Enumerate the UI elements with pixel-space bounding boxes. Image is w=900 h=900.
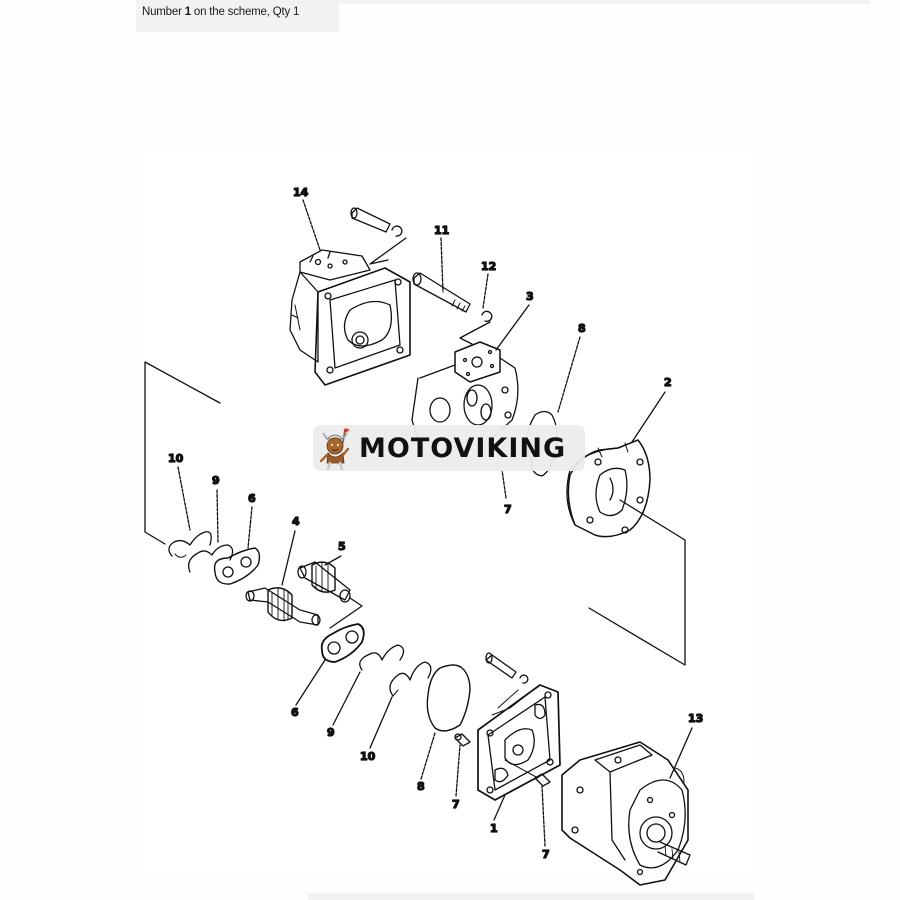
- callout-11: 11: [434, 224, 449, 237]
- bolt-lower: [485, 652, 529, 684]
- part-12-washer[interactable]: [481, 310, 493, 322]
- part-10-backup-ring-lower[interactable]: [389, 661, 432, 697]
- leader-14: [302, 199, 321, 251]
- part-6-bushing-lower[interactable]: [320, 623, 365, 663]
- brand-watermark: MOTOVIKING: [313, 425, 585, 471]
- callout-1: 1: [490, 822, 498, 835]
- leader-10-lower: [369, 696, 393, 749]
- viking-mascot-icon: [317, 425, 357, 471]
- callout-7-lower-left: 7: [452, 798, 460, 811]
- caption-box: Number 1 on the scheme, Qty 1: [136, 0, 339, 32]
- leader-5: [324, 555, 342, 566]
- caption-suffix: on the scheme, Qty 1: [190, 6, 300, 18]
- top-divider-strip: [338, 0, 870, 4]
- part-9-seal-lower[interactable]: [359, 644, 405, 671]
- scheme-caption: Number 1 on the scheme, Qty 1: [142, 6, 299, 18]
- bottom-divider-strip: [308, 893, 754, 900]
- part-4-drive-gear[interactable]: [245, 587, 321, 626]
- leader-12: [482, 273, 489, 309]
- leader-8-lower: [420, 732, 436, 780]
- leader-13: [669, 727, 693, 779]
- leader-6-lower: [295, 659, 326, 706]
- leader-9-upper: [216, 489, 219, 543]
- leader-11: [440, 237, 444, 293]
- callout-14: 14: [293, 186, 309, 199]
- guide-line-left: [144, 361, 221, 545]
- part-13-rear-section[interactable]: [561, 741, 691, 886]
- callout-10-lower: 10: [360, 750, 376, 763]
- callout-4: 4: [292, 515, 300, 528]
- part-7-dowel-right[interactable]: [504, 759, 551, 787]
- part-8-oring-lower[interactable]: [426, 664, 471, 732]
- callout-12: 12: [481, 260, 496, 273]
- leader-2: [631, 391, 666, 443]
- callout-6-upper: 6: [248, 492, 256, 505]
- part-11-bolt[interactable]: [412, 272, 471, 313]
- part-6-bushing-upper[interactable]: [213, 547, 261, 585]
- brand-name: MOTOVIKING: [359, 432, 567, 464]
- callout-3: 3: [526, 290, 534, 303]
- leader-1: [493, 794, 506, 821]
- callout-7-lower-right: 7: [542, 848, 550, 861]
- leader-7-lower-right: [541, 785, 546, 847]
- callout-8-upper: 8: [578, 322, 586, 335]
- part-10-backup-ring-upper[interactable]: [168, 531, 212, 558]
- caption-part-number: 1: [184, 6, 191, 18]
- callout-6-lower: 6: [291, 706, 299, 719]
- leader-8-upper: [557, 336, 581, 413]
- leader-6-upper: [247, 506, 253, 549]
- guide-line-2: [588, 499, 686, 666]
- callout-5: 5: [338, 540, 346, 553]
- callout-7-upper: 7: [504, 503, 512, 516]
- callout-9-upper: 9: [212, 474, 220, 487]
- part-5-driven-gear[interactable]: [297, 561, 351, 603]
- leader-10-upper: [177, 466, 191, 531]
- part-9-seal-upper[interactable]: [187, 544, 234, 573]
- leader-7-lower-left: [455, 744, 461, 797]
- part-14-front-section[interactable]: [289, 249, 411, 386]
- leader-3: [495, 304, 530, 351]
- bolt-top-left: [350, 207, 407, 265]
- callout-8-lower: 8: [417, 780, 425, 793]
- callout-2: 2: [664, 376, 672, 389]
- leader-4: [281, 530, 296, 586]
- callout-13: 13: [688, 712, 703, 725]
- leader-7-upper: [501, 469, 507, 499]
- part-3-body[interactable]: [411, 341, 519, 441]
- callout-10-upper: 10: [168, 452, 184, 465]
- leader-9-lower: [332, 671, 361, 726]
- caption-prefix: Number: [142, 6, 185, 18]
- guide-line-12: [459, 321, 491, 345]
- callout-9-lower: 9: [327, 726, 335, 739]
- guide-line-5: [329, 597, 363, 629]
- part-7-dowel-left[interactable]: [454, 733, 471, 747]
